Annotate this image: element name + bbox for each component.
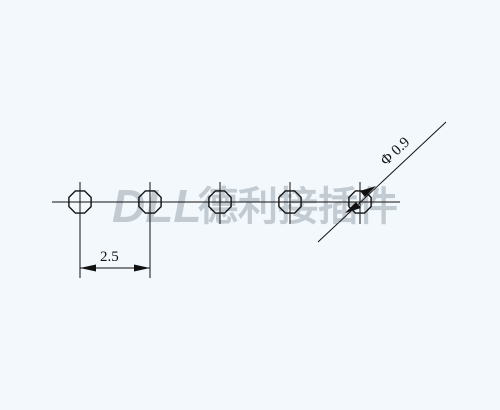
arrowhead-right: [134, 264, 150, 272]
hole-5: [348, 190, 372, 214]
watermark-latin: DLL: [112, 180, 201, 232]
diameter-arrowhead-lower: [345, 202, 361, 213]
diameter-label: Φ 0.9: [378, 134, 413, 169]
diameter-arrowhead-upper: [360, 186, 376, 197]
hole-2: [138, 190, 162, 214]
pitch-label: 2.5: [100, 249, 119, 265]
hole-1: [68, 190, 92, 214]
hole-4: [278, 190, 302, 214]
diameter-leader: [317, 121, 447, 243]
arrowhead-left: [80, 264, 96, 272]
pitch-dimension: 2.5: [79, 202, 151, 278]
hole-3: [208, 190, 232, 214]
